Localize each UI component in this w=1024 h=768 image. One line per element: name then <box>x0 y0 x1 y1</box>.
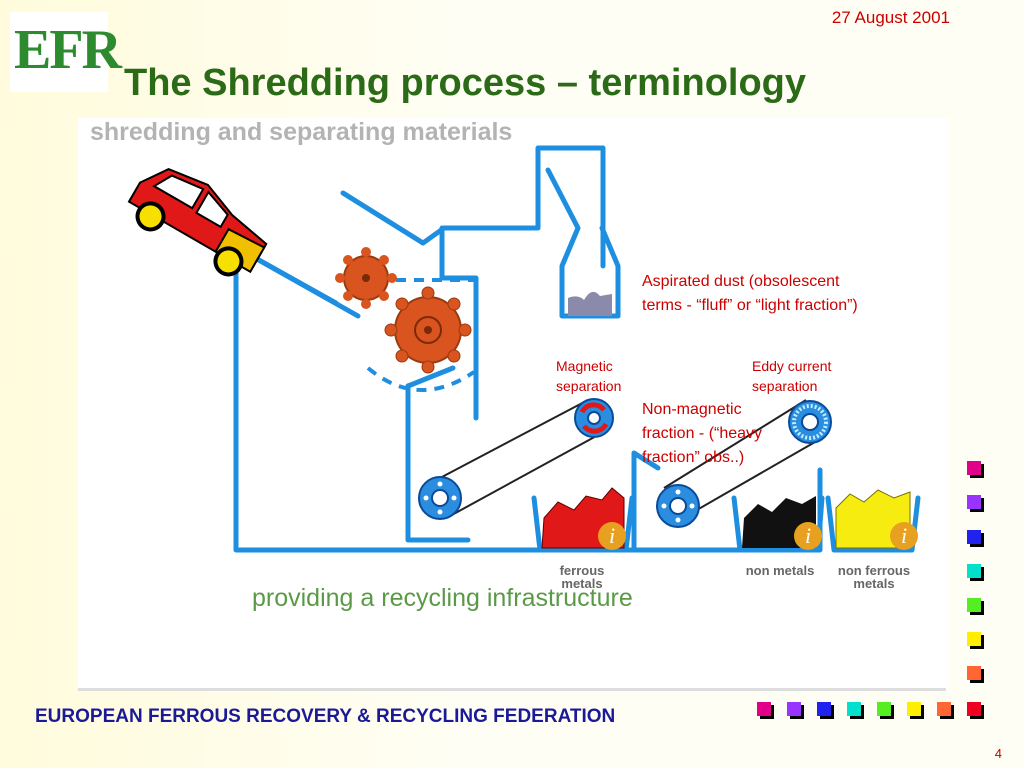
logo-text: EFR <box>14 19 122 81</box>
hood-roof <box>420 145 606 269</box>
efr-logo: EFR <box>10 12 122 92</box>
info-icon-nonmetals: i <box>794 522 822 550</box>
nonmagnetic-line-1: Non-magnetic <box>642 401 742 418</box>
non-magnetic-fraction-label: Non-magnetic fraction - (“heavy fraction… <box>642 398 762 470</box>
aspirated-dust-line-2: terms - “fluff” or “light fraction”) <box>642 297 858 314</box>
eddy-current-label: Eddy current separation <box>752 356 831 396</box>
conveyor-1-drum <box>418 476 462 520</box>
eddy-line-1: Eddy current <box>752 358 832 374</box>
bin-label-ferrous: ferrous metals <box>548 564 616 590</box>
square-orange <box>967 666 981 680</box>
small-rotor <box>335 247 397 309</box>
federation-name: EUROPEAN FERROUS RECOVERY & RECYCLING FE… <box>35 706 616 727</box>
square-magenta <box>757 702 771 716</box>
cyclone <box>545 167 621 319</box>
square-blue <box>967 530 981 544</box>
square-blue <box>817 702 831 716</box>
square-magenta <box>967 461 981 475</box>
feed-chute <box>405 365 456 389</box>
square-orange <box>937 702 951 716</box>
magnetic-separation-label: Magnetic separation <box>556 356 621 396</box>
machine-left-wall <box>233 265 637 553</box>
square-yellow <box>907 702 921 716</box>
aspirated-dust-line-1: Aspirated dust (obsolescent <box>642 273 840 290</box>
diagram-subtitle: shredding and separating materials <box>90 118 513 146</box>
conveyor-2-belt-bottom <box>675 437 823 523</box>
bin-ferrous-outline <box>531 495 635 553</box>
page-number: 4 <box>994 746 1002 761</box>
magnetic-line-1: Magnetic <box>556 358 613 374</box>
info-icon-text: i <box>609 523 615 548</box>
bin-nonferrous-outline <box>825 495 921 553</box>
info-icon-text: i <box>805 523 811 548</box>
bin-label-non-ferrous: non ferrous metals <box>828 564 920 590</box>
magnetic-line-2: separation <box>556 378 622 394</box>
nonmagnetic-line-3: fraction” obs..) <box>642 449 745 466</box>
bin-nonmetals-outline <box>731 495 825 553</box>
conveyor-2-belt-top <box>663 399 807 489</box>
car-illustration <box>127 168 268 277</box>
conveyor-1-belt-top <box>439 399 589 479</box>
slide-date: 27 August 2001 <box>831 8 950 27</box>
square-purple <box>967 495 981 509</box>
ferrous-line-1: ferrous <box>559 563 605 578</box>
eddy-line-2: separation <box>752 378 818 394</box>
square-purple <box>787 702 801 716</box>
non-metals-text: non metals <box>745 563 815 578</box>
shredder-chamber-bottom <box>366 366 476 392</box>
square-cyan <box>847 702 861 716</box>
diagram-graphic: i i i <box>127 145 921 553</box>
non-ferrous-line-2: metals <box>853 576 895 591</box>
separation-floor <box>631 450 661 553</box>
eddy-current-drum <box>788 400 832 444</box>
ferrous-line-2: metals <box>561 576 603 591</box>
footer-divider <box>78 688 946 691</box>
dust-pile <box>568 291 612 316</box>
info-icon-ferrous: i <box>598 522 626 550</box>
square-yellow <box>967 632 981 646</box>
machine-hood-left <box>340 190 426 246</box>
large-rotor <box>384 286 472 374</box>
square-green <box>877 702 891 716</box>
diagram-caption: providing a recycling infrastructure <box>252 584 633 612</box>
square-cyan <box>967 564 981 578</box>
bin-label-non-metals: non metals <box>734 564 826 577</box>
shredding-diagram: i i i shredding and separating materials… <box>78 118 948 690</box>
square-green <box>967 598 981 612</box>
slide-title: The Shredding process – terminology <box>124 62 807 104</box>
inner-wall <box>405 383 471 543</box>
nonmagnetic-line-2: fraction - (“heavy <box>642 425 763 442</box>
aspirated-dust-label: Aspirated dust (obsolescent terms - “flu… <box>642 270 858 318</box>
non-ferrous-line-1: non ferrous <box>837 563 911 578</box>
square-red <box>967 702 981 716</box>
conveyor-2-drum <box>656 484 700 528</box>
info-icon-nonferrous: i <box>890 522 918 550</box>
info-icon-text: i <box>901 523 907 548</box>
conveyor-1-belt-bottom <box>449 433 601 517</box>
magnetic-drum <box>574 398 614 438</box>
